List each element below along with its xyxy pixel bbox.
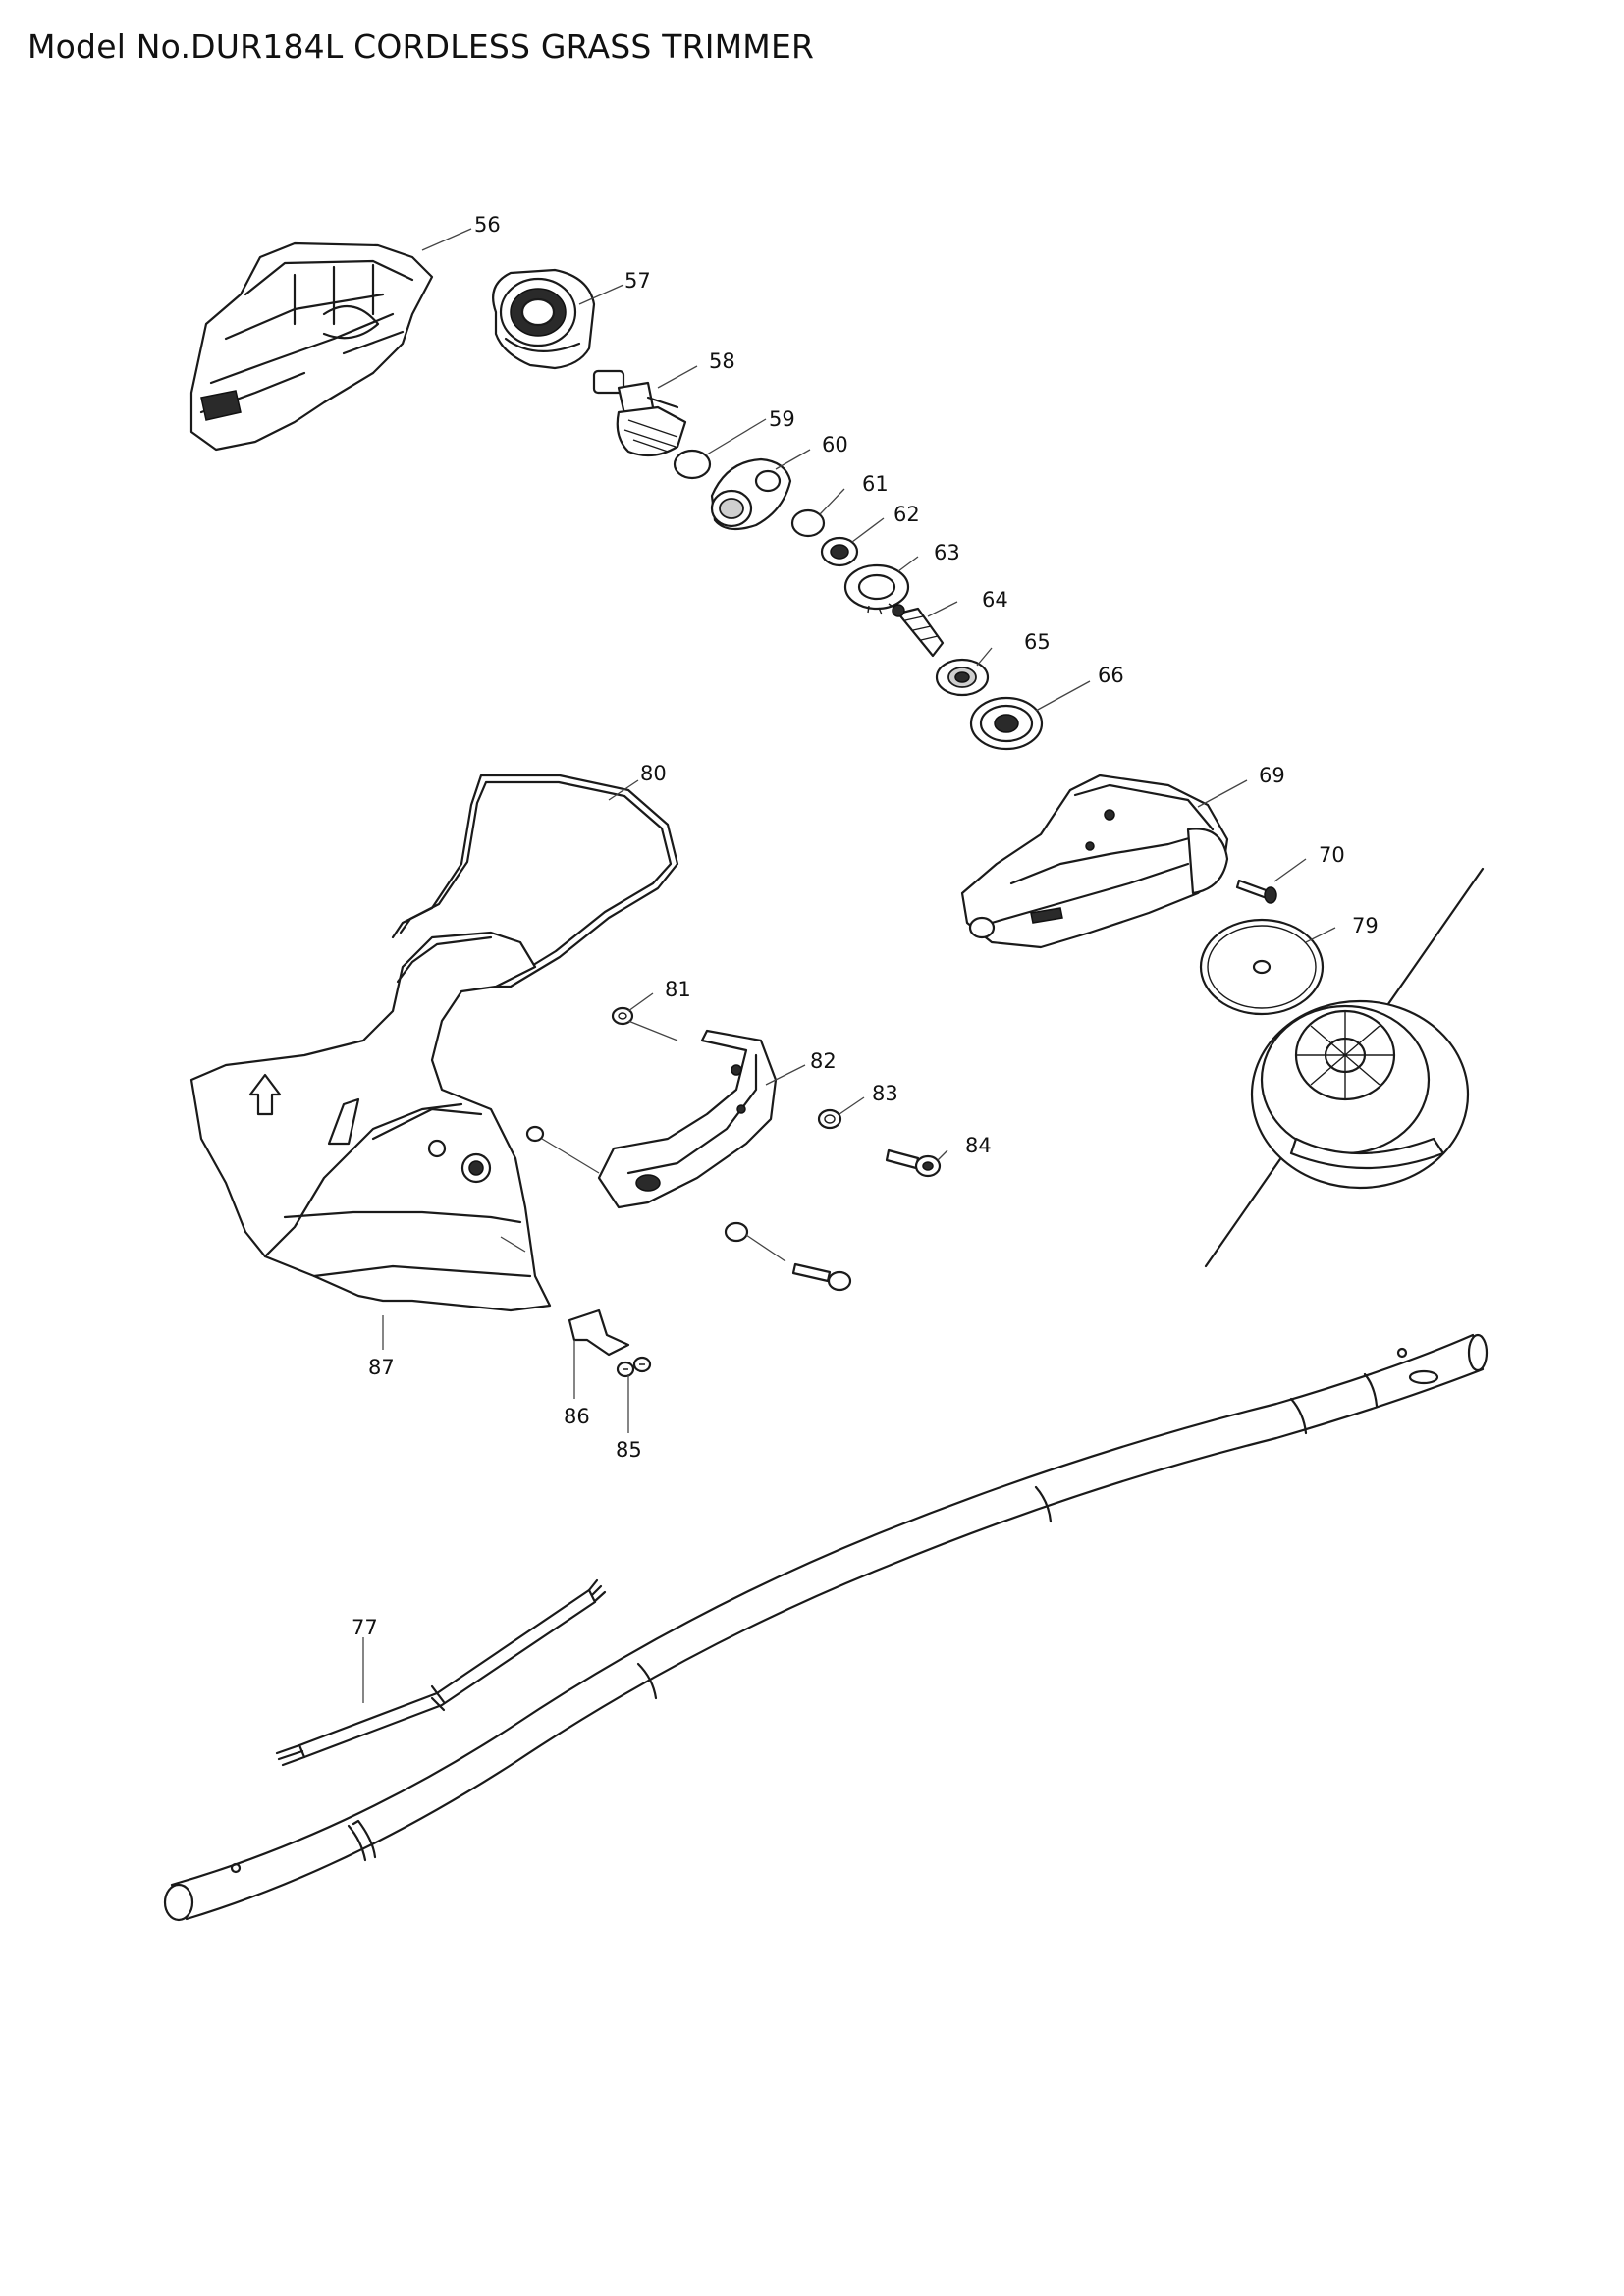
nylon-cutting-head bbox=[1204, 867, 1485, 1268]
part-70-screw bbox=[1235, 879, 1277, 904]
part-64-spindle bbox=[892, 604, 945, 658]
part-number-labels: 56 57 58 59 60 61 62 63 64 65 66 69 70 7… bbox=[352, 213, 1379, 1639]
part-label-85: 85 bbox=[616, 1438, 642, 1462]
part-84-bolt bbox=[885, 1148, 942, 1178]
part-66-cap bbox=[969, 696, 1044, 751]
part-56-motor-housing bbox=[189, 241, 434, 452]
shaft-pipe bbox=[163, 1333, 1489, 1922]
part-79-protector-plate bbox=[1199, 918, 1325, 1016]
part-87-safety-guard bbox=[189, 931, 552, 1312]
part-60-bearing-box bbox=[710, 457, 792, 531]
part-81-washer bbox=[611, 1006, 634, 1026]
part-label-82: 82 bbox=[810, 1049, 837, 1073]
part-label-59: 59 bbox=[769, 407, 795, 431]
part-label-61: 61 bbox=[862, 472, 889, 496]
part-57-stator bbox=[492, 268, 596, 370]
guard-bolt-lower bbox=[525, 1125, 852, 1292]
part-label-65: 65 bbox=[1024, 630, 1051, 654]
part-59-o-ring bbox=[673, 449, 712, 480]
page-title: Model No.DUR184L CORDLESS GRASS TRIMMER bbox=[27, 27, 815, 66]
part-label-58: 58 bbox=[709, 349, 735, 373]
leader-lines bbox=[362, 228, 1336, 1703]
part-label-79: 79 bbox=[1352, 914, 1379, 937]
part-label-86: 86 bbox=[564, 1405, 590, 1428]
part-label-60: 60 bbox=[822, 433, 848, 456]
part-58-armature bbox=[592, 369, 687, 457]
part-62-ball-bearing bbox=[820, 536, 859, 567]
part-label-77: 77 bbox=[352, 1616, 378, 1639]
part-label-63: 63 bbox=[934, 541, 960, 564]
part-label-80: 80 bbox=[640, 762, 667, 785]
part-label-70: 70 bbox=[1319, 843, 1345, 867]
part-85-screws bbox=[616, 1356, 652, 1378]
part-86-bracket bbox=[568, 1308, 630, 1357]
part-label-81: 81 bbox=[665, 978, 691, 1001]
part-label-66: 66 bbox=[1098, 664, 1124, 687]
part-80-wire-guard bbox=[391, 774, 679, 988]
part-label-83: 83 bbox=[872, 1082, 898, 1105]
part-label-69: 69 bbox=[1259, 764, 1285, 787]
part-83-washer bbox=[817, 1108, 842, 1130]
part-69-housing-cover bbox=[960, 774, 1229, 949]
part-label-87: 87 bbox=[368, 1356, 395, 1379]
part-82-bracket bbox=[597, 1029, 778, 1209]
part-label-57: 57 bbox=[624, 269, 651, 293]
part-65-ball-bearing bbox=[935, 658, 990, 697]
part-label-84: 84 bbox=[965, 1134, 992, 1157]
part-label-56: 56 bbox=[474, 213, 501, 237]
part-63-gear bbox=[843, 563, 910, 615]
part-label-64: 64 bbox=[982, 588, 1008, 612]
part-61-o-ring bbox=[790, 508, 826, 538]
part-label-62: 62 bbox=[893, 503, 920, 526]
part-77-lead-wire bbox=[275, 1578, 607, 1767]
